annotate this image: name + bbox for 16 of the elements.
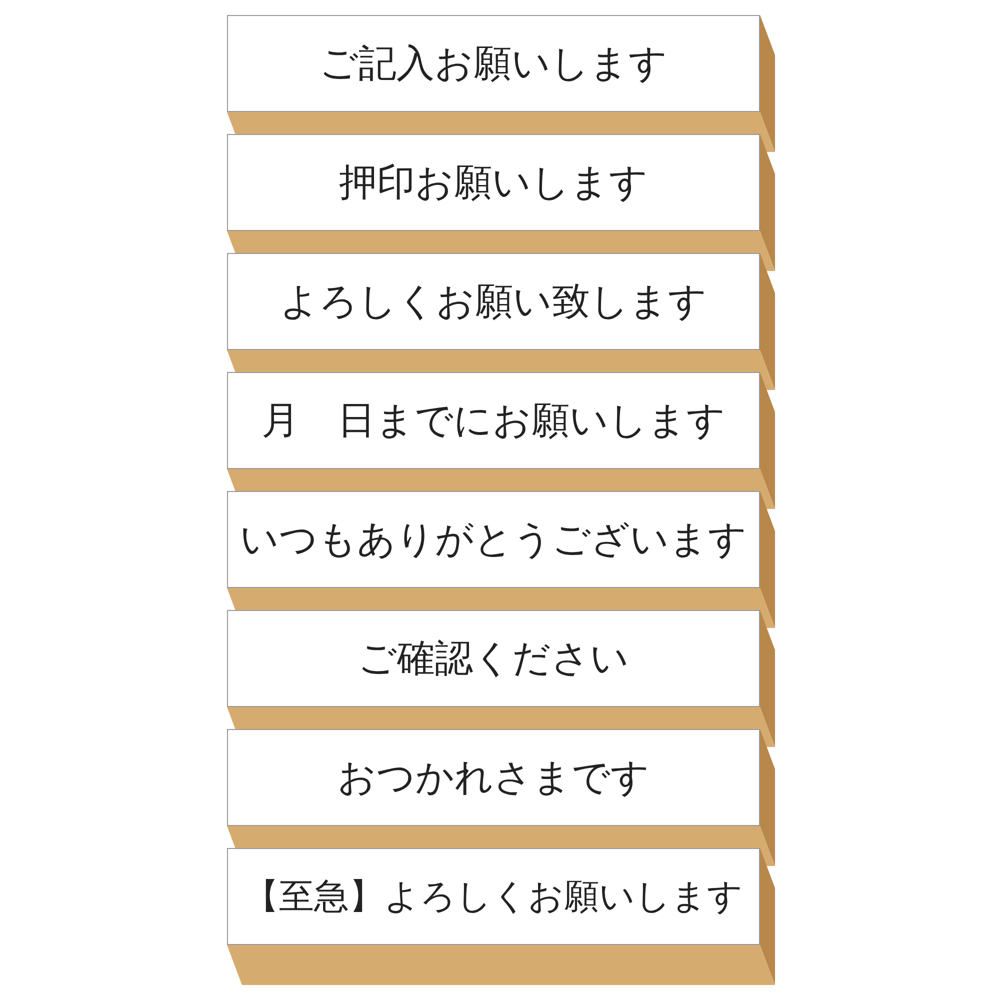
stamp-text: ご確認ください: [358, 635, 629, 682]
stamp-face: [227, 253, 760, 350]
stamp-text: 月 日までにお願いします: [262, 397, 726, 444]
stamp-text: 押印お願いします: [339, 159, 648, 206]
stamp-text: ご記入お願いします: [320, 40, 668, 87]
stamp-text: おつかれさまです: [338, 754, 650, 801]
stamp-face: [227, 372, 760, 469]
stamp-face: [227, 134, 760, 231]
stamp-face: [227, 491, 760, 588]
stamp-face: [227, 15, 760, 112]
stamp-face: [227, 610, 760, 707]
stamp-face: [227, 729, 760, 826]
stamp-text: 【至急】よろしくお願いします: [244, 876, 743, 919]
stamp-face: [227, 848, 760, 945]
stamp-text: いつもありがとうございます: [240, 516, 747, 563]
stamp-text: よろしくお願い致します: [280, 278, 707, 325]
